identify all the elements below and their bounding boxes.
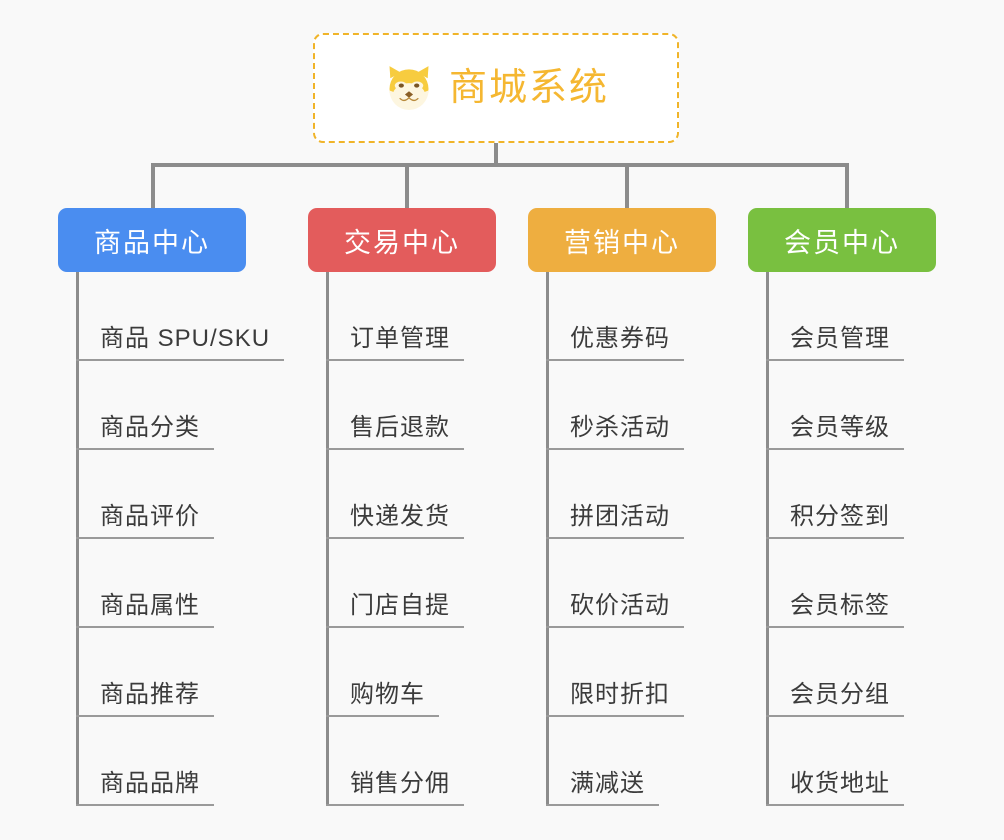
column-marketing-center: 营销中心 优惠券码 秒杀活动 拼团活动 砍价活动 限时折扣 满减送	[528, 208, 716, 806]
leaf-label: 商品评价	[100, 503, 200, 531]
leaf-label: 门店自提	[350, 592, 450, 620]
list-item[interactable]: 商品评价	[58, 450, 246, 539]
column-trade-center: 交易中心 订单管理 售后退款 快递发货 门店自提 购物车 销售分佣	[308, 208, 496, 806]
category-header-trade-center[interactable]: 交易中心	[308, 208, 496, 272]
leaf-spine	[326, 272, 329, 806]
list-item[interactable]: 积分签到	[748, 450, 936, 539]
leaf-label: 商品分类	[100, 414, 200, 442]
connector-root-stem	[494, 143, 498, 165]
leaf-label: 售后退款	[350, 414, 450, 442]
root-node[interactable]: 商城系统	[313, 33, 679, 143]
leaf-label: 商品品牌	[100, 770, 200, 798]
leaf-label: 快递发货	[350, 503, 450, 531]
list-item[interactable]: 商品属性	[58, 539, 246, 628]
connector-drop-trade-center	[405, 163, 409, 209]
category-label: 交易中心	[344, 227, 460, 258]
category-label: 会员中心	[784, 227, 900, 258]
leaf-label: 秒杀活动	[570, 414, 670, 442]
list-item[interactable]: 优惠券码	[528, 272, 716, 361]
leaf-list-trade-center: 订单管理 售后退款 快递发货 门店自提 购物车 销售分佣	[308, 272, 496, 806]
shiba-dog-face-icon	[389, 66, 429, 110]
list-item[interactable]: 会员分组	[748, 628, 936, 717]
list-item[interactable]: 拼团活动	[528, 450, 716, 539]
leaf-label: 满减送	[570, 770, 645, 798]
leaf-list-marketing-center: 优惠券码 秒杀活动 拼团活动 砍价活动 限时折扣 满减送	[528, 272, 716, 806]
column-product-center: 商品中心 商品 SPU/SKU 商品分类 商品评价 商品属性 商品推荐 商品品牌	[58, 208, 285, 806]
category-label: 商品中心	[94, 227, 210, 258]
leaf-label: 积分签到	[790, 503, 890, 531]
list-item[interactable]: 快递发货	[308, 450, 496, 539]
list-item[interactable]: 限时折扣	[528, 628, 716, 717]
list-item[interactable]: 商品推荐	[58, 628, 246, 717]
list-item[interactable]: 商品品牌	[58, 717, 246, 806]
leaf-label: 商品推荐	[100, 681, 200, 709]
category-label: 营销中心	[564, 227, 680, 258]
list-item[interactable]: 秒杀活动	[528, 361, 716, 450]
leaf-label: 商品属性	[100, 592, 200, 620]
leaf-label: 订单管理	[350, 325, 450, 353]
leaf-spine	[76, 272, 79, 806]
connector-drop-member-center	[845, 163, 849, 209]
connector-horizontal-bus	[151, 163, 849, 167]
column-member-center: 会员中心 会员管理 会员等级 积分签到 会员标签 会员分组 收货地址	[748, 208, 936, 806]
list-item[interactable]: 门店自提	[308, 539, 496, 628]
leaf-label: 会员分组	[790, 681, 890, 709]
list-item[interactable]: 收货地址	[748, 717, 936, 806]
leaf-label: 销售分佣	[350, 770, 450, 798]
list-item[interactable]: 商品 SPU/SKU	[58, 272, 285, 361]
leaf-label: 限时折扣	[570, 681, 670, 709]
leaf-label: 会员管理	[790, 325, 890, 353]
list-item[interactable]: 满减送	[528, 717, 716, 806]
list-item[interactable]: 销售分佣	[308, 717, 496, 806]
leaf-label: 优惠券码	[570, 325, 670, 353]
category-header-marketing-center[interactable]: 营销中心	[528, 208, 716, 272]
list-item[interactable]: 会员等级	[748, 361, 936, 450]
leaf-label: 商品 SPU/SKU	[100, 325, 271, 353]
list-item[interactable]: 会员管理	[748, 272, 936, 361]
category-header-member-center[interactable]: 会员中心	[748, 208, 936, 272]
leaf-label: 会员标签	[790, 592, 890, 620]
leaf-label: 会员等级	[790, 414, 890, 442]
list-item[interactable]: 商品分类	[58, 361, 246, 450]
list-item[interactable]: 售后退款	[308, 361, 496, 450]
leaf-label: 购物车	[350, 681, 425, 709]
list-item[interactable]: 会员标签	[748, 539, 936, 628]
leaf-label: 收货地址	[790, 770, 890, 798]
root-title: 商城系统	[448, 67, 609, 109]
leaf-list-product-center: 商品 SPU/SKU 商品分类 商品评价 商品属性 商品推荐 商品品牌	[58, 272, 285, 806]
connector-drop-marketing-center	[625, 163, 629, 209]
list-item[interactable]: 砍价活动	[528, 539, 716, 628]
leaf-label: 拼团活动	[570, 503, 670, 531]
list-item[interactable]: 订单管理	[308, 272, 496, 361]
connector-drop-product-center	[151, 163, 155, 209]
leaf-label: 砍价活动	[570, 592, 670, 620]
category-header-product-center[interactable]: 商品中心	[58, 208, 246, 272]
leaf-spine	[546, 272, 549, 806]
leaf-spine	[766, 272, 769, 806]
list-item[interactable]: 购物车	[308, 628, 496, 717]
leaf-list-member-center: 会员管理 会员等级 积分签到 会员标签 会员分组 收货地址	[748, 272, 936, 806]
